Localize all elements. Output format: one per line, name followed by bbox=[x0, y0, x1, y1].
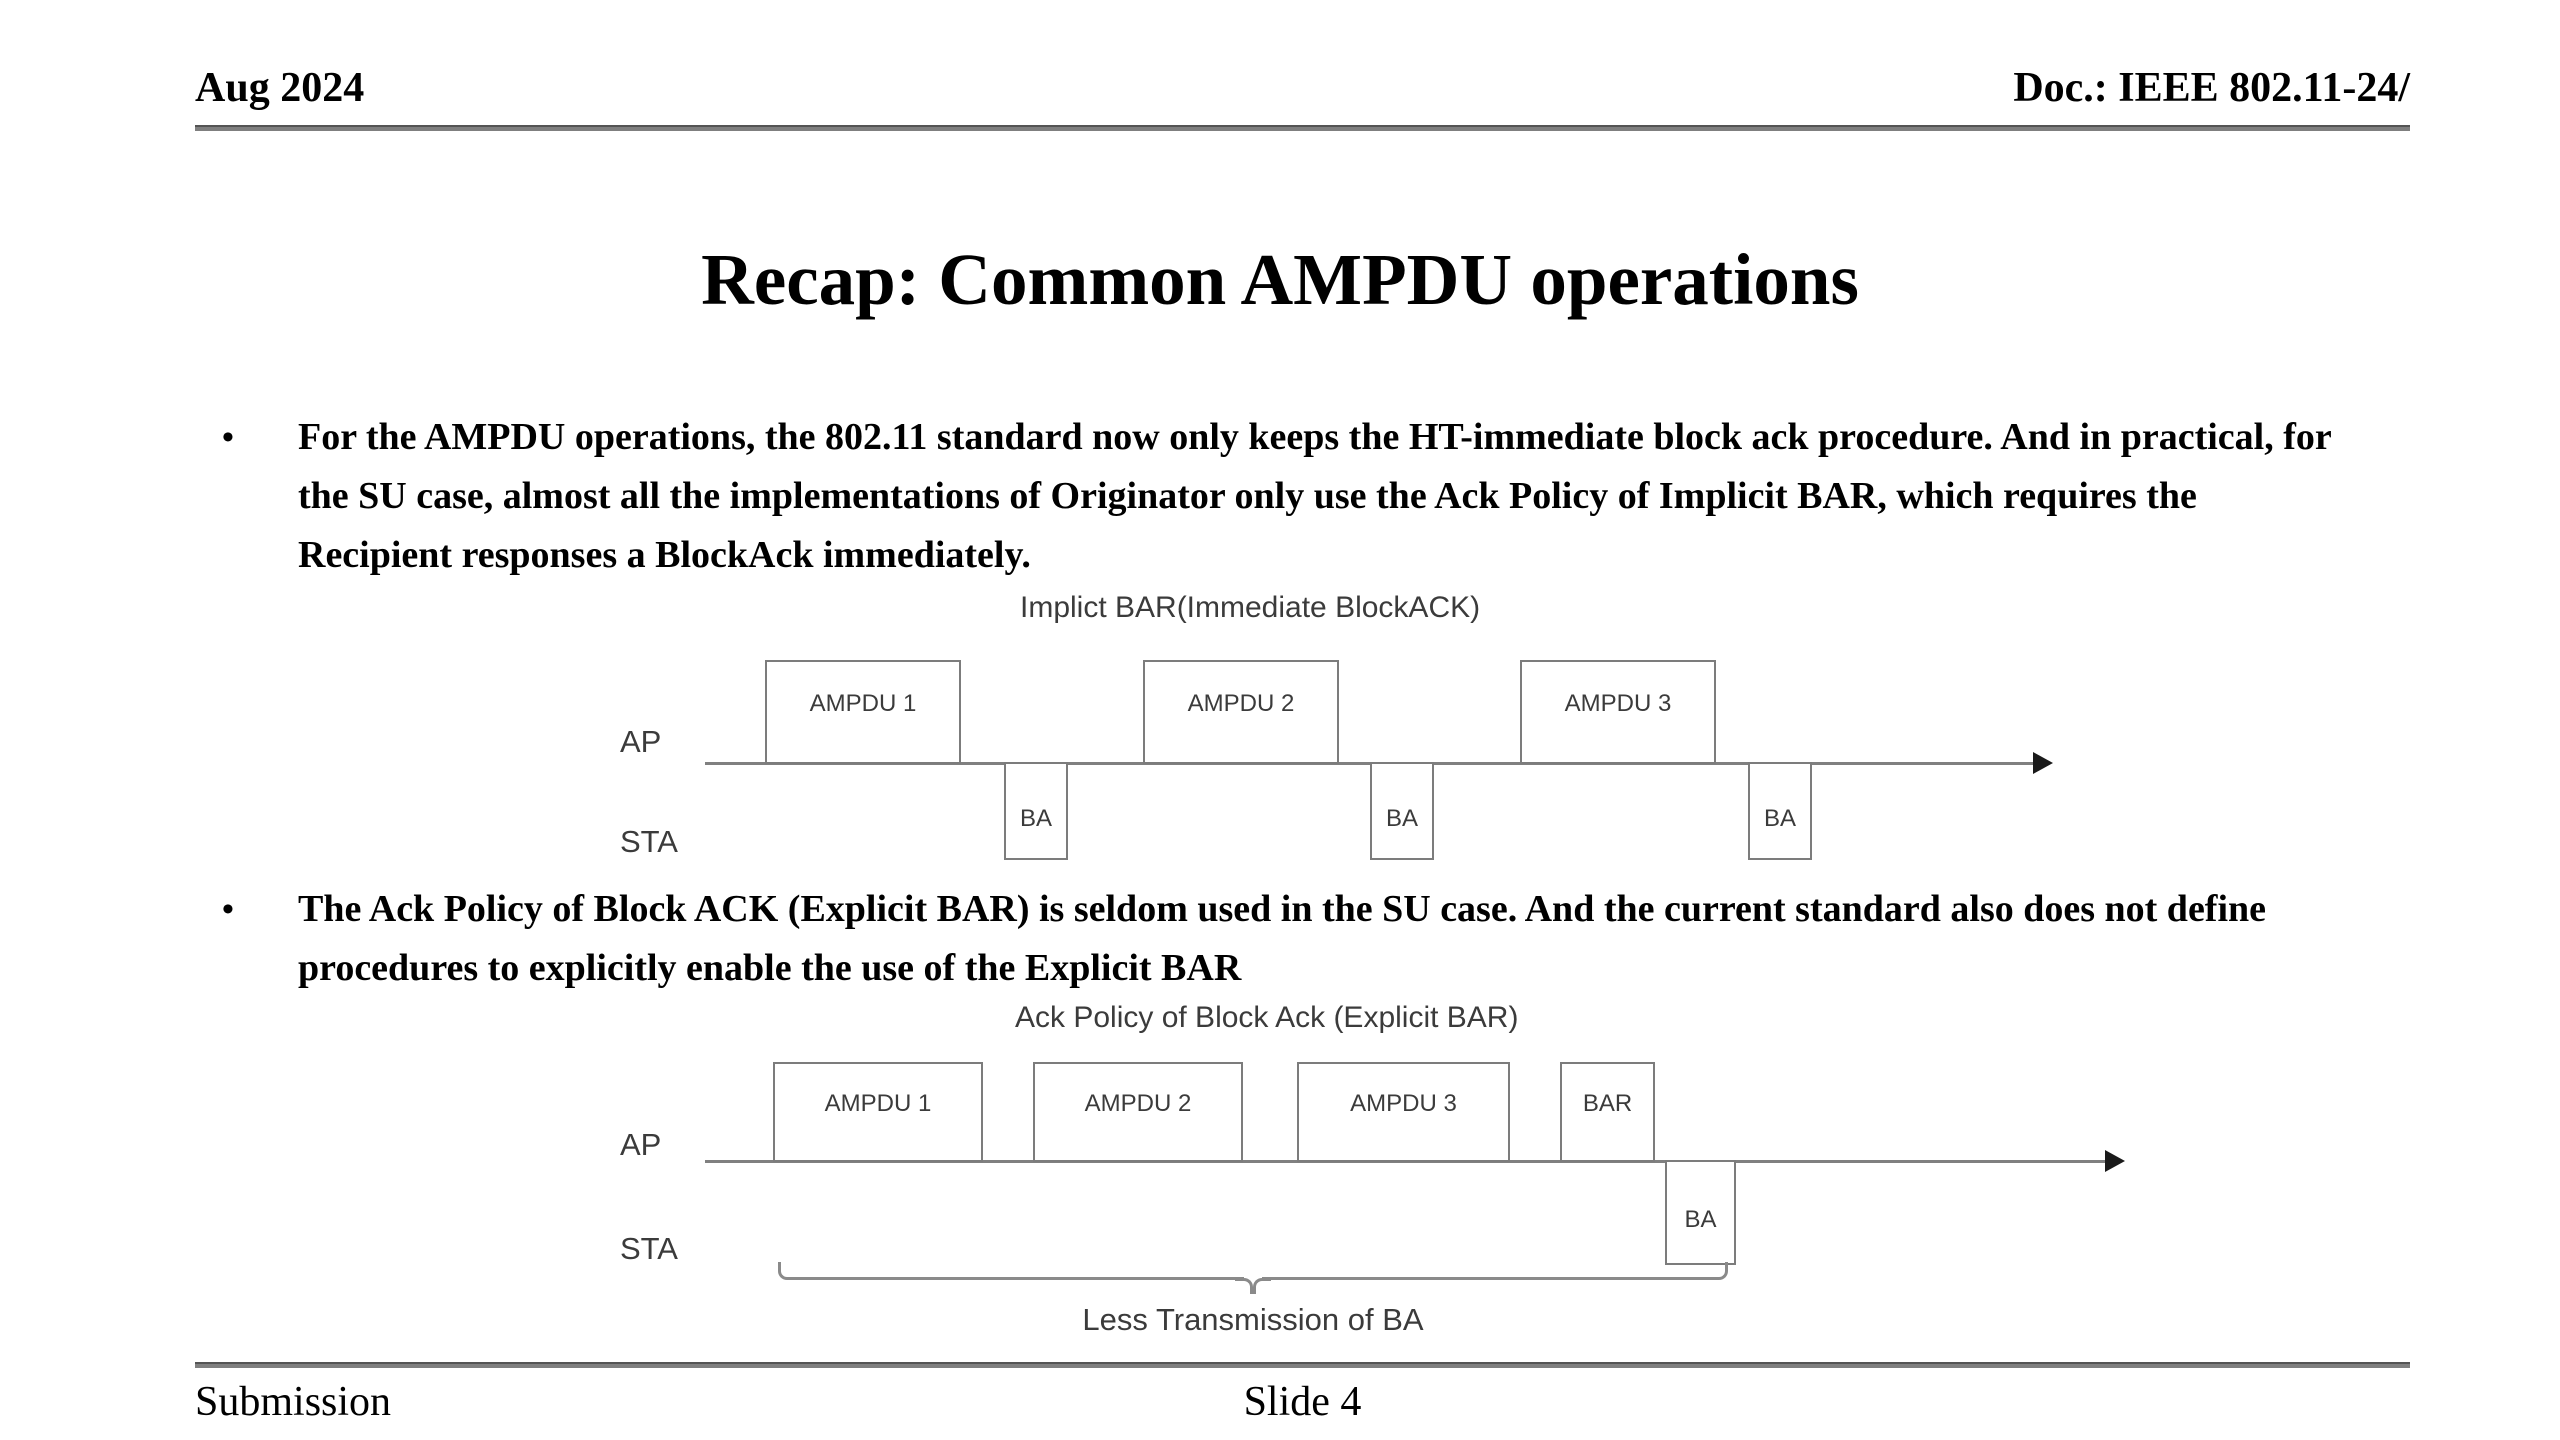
diagram1-ap-packet-2-label: AMPDU 2 bbox=[1187, 690, 1295, 717]
diagram1-ap-packet-1-label: AMPDU 1 bbox=[809, 690, 917, 717]
diagram2-sta-packet-1-label: BA bbox=[1684, 1206, 1717, 1234]
diagram2-brace-caption: Less Transmission of BA bbox=[1082, 1302, 1424, 1337]
diagram1-ap-packet-3-label: AMPDU 3 bbox=[1564, 690, 1672, 717]
diagram2-timeline-arrow-icon bbox=[2105, 1150, 2125, 1172]
diagram1-sta-packet-2-label: BA bbox=[1385, 805, 1418, 833]
footer-submission-label: Submission bbox=[195, 1379, 392, 1425]
bullet-text-1: For the AMPDU operations, the 802.11 sta… bbox=[298, 416, 2332, 576]
header-divider bbox=[195, 125, 2410, 131]
diagram1-lane-label-sta: STA bbox=[620, 824, 678, 859]
diagram1-ap-packet-1: AMPDU 1 bbox=[765, 660, 961, 764]
diagram2-ap-packet-2-label: AMPDU 2 bbox=[1084, 1089, 1192, 1117]
diagram2-sta-packet-1: BA bbox=[1665, 1160, 1736, 1265]
slide-header: Aug 2024 Doc.: IEEE 802.11-24/ bbox=[195, 62, 2410, 122]
diagram2-ap-packet-2: AMPDU 2 bbox=[1033, 1062, 1243, 1162]
diagram1-timeline-arrow-icon bbox=[2033, 752, 2053, 774]
slide-footer: Submission Slide 4 bbox=[195, 1376, 2410, 1436]
bullet-marker-icon: • bbox=[222, 419, 234, 456]
diagram1-lane-label-ap: AP bbox=[620, 724, 662, 759]
diagram2-ap-packet-3: AMPDU 3 bbox=[1297, 1062, 1510, 1162]
diagram2-brace bbox=[778, 1262, 1728, 1294]
brace-tip-right bbox=[1253, 1278, 1271, 1294]
brace-right-arm bbox=[1262, 1262, 1728, 1280]
diagram1-sta-packet-1: BA bbox=[1004, 762, 1068, 860]
bullet-item-1: • For the AMPDU operations, the 802.11 s… bbox=[222, 408, 2332, 585]
brace-left-arm bbox=[778, 1262, 1244, 1280]
diagram1-caption: Implict BAR(Immediate BlockACK) bbox=[1020, 591, 1481, 624]
bullet-item-2: • The Ack Policy of Block ACK (Explicit … bbox=[222, 880, 2282, 998]
diagram2-ap-packet-4-label: BAR bbox=[1582, 1089, 1633, 1117]
footer-divider bbox=[195, 1362, 2410, 1368]
diagram2-ap-packet-4: BAR bbox=[1560, 1062, 1655, 1162]
brace-tip-left bbox=[1235, 1278, 1253, 1294]
diagram2-caption: Ack Policy of Block Ack (Explicit BAR) bbox=[1015, 1001, 1519, 1034]
page-title: Recap: Common AMPDU operations bbox=[701, 239, 1859, 320]
diagram1-ap-packet-2: AMPDU 2 bbox=[1143, 660, 1339, 764]
diagram1-ap-packet-3: AMPDU 3 bbox=[1520, 660, 1716, 764]
footer-slide-number: Slide 4 bbox=[1243, 1379, 1362, 1425]
bullet-text-2: The Ack Policy of Block ACK (Explicit BA… bbox=[298, 888, 2267, 989]
diagram1-sta-packet-1-label: BA bbox=[1019, 805, 1052, 833]
diagram1-sta-packet-2: BA bbox=[1370, 762, 1434, 860]
diagram1-sta-packet-3-label: BA bbox=[1763, 805, 1796, 833]
diagram2-lane-label-sta: STA bbox=[620, 1231, 678, 1266]
diagram2-lane-label-ap: AP bbox=[620, 1127, 662, 1162]
diagram2-ap-packet-1: AMPDU 1 bbox=[773, 1062, 983, 1162]
header-document-id: Doc.: IEEE 802.11-24/ bbox=[2013, 65, 2410, 111]
diagram1-sta-packet-3: BA bbox=[1748, 762, 1812, 860]
bullet-marker-icon-2: • bbox=[222, 891, 234, 928]
diagram2-ap-packet-3-label: AMPDU 3 bbox=[1350, 1089, 1457, 1117]
header-date: Aug 2024 bbox=[195, 65, 365, 111]
diagram2-ap-packet-1-label: AMPDU 1 bbox=[824, 1089, 932, 1117]
